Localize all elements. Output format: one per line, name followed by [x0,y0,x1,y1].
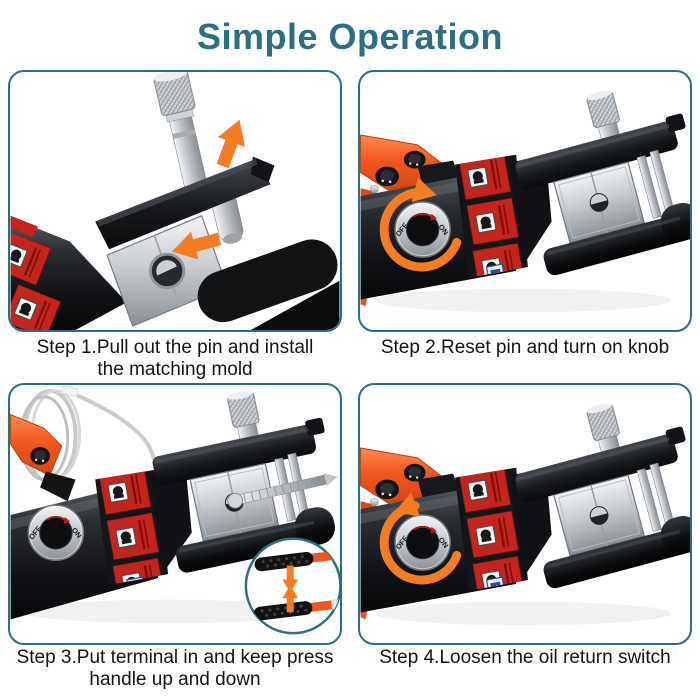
step2-caption-line1: Step 2.Reset pin and turn on knob [380,337,670,358]
step1-caption-line2: the matching mold [97,359,253,380]
oil-return-knob [26,504,85,562]
knob-rotate-ccw-arrow [379,492,462,585]
handle-pump-inset [244,537,340,635]
step3-caption-line2: handle up and down [89,669,261,690]
step2-photo-panel [358,70,692,332]
handle-grip-bottom [253,598,340,621]
knob-rotate-cw-arrow [379,177,462,272]
step3-caption: Step 3.Put terminal in and keep press ha… [8,647,342,691]
cylinder-body [10,215,127,330]
step2-caption: Step 2.Reset pin and turn on knob [358,337,692,359]
page-title: Simple Operation [196,16,504,57]
step4-tool-photo [360,385,690,643]
step1-caption-line1: Step 1.Pull out the pin and install [36,337,314,358]
step1-photo-panel [8,70,342,332]
warning-label-manual-icon [106,512,160,561]
step1-caption: Step 1.Pull out the pin and install the … [8,337,342,381]
head-lower-jaw [197,239,340,330]
step3-photo-panel [8,383,342,645]
step1-tool-photo [10,72,340,330]
step4-caption: Step 4.Loosen the oil return switch [358,647,692,669]
pin-stub [211,193,244,244]
step3-caption-line1: Step 3.Put terminal in and keep press [16,647,334,668]
step2-tool-photo [360,72,690,330]
terminal-screw [227,473,338,509]
warning-label-crush-icon [98,469,152,515]
step4-photo-panel [358,383,692,645]
head-top-bar [95,156,275,250]
pump-lever [10,413,63,477]
step3-tool-photo [10,385,340,635]
step4-caption-line1: Step 4.Loosen the oil return switch [379,647,671,668]
